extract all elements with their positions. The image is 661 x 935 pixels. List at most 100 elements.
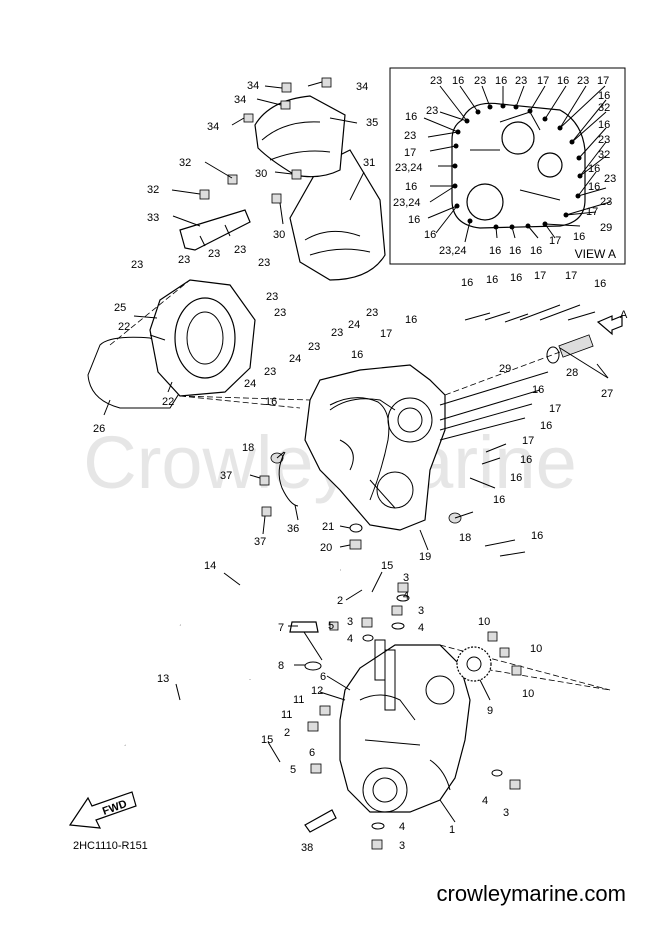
callout: 17 xyxy=(522,435,534,447)
callout: 15 xyxy=(381,560,393,572)
callout: 23 xyxy=(234,244,246,256)
view-a-callout: 23,24 xyxy=(439,245,467,257)
arrow-a xyxy=(596,315,623,336)
pipe-13-inner xyxy=(90,680,251,746)
callout: 18 xyxy=(459,532,471,544)
view-a-callout: 16 xyxy=(530,245,542,257)
view-a-callout: 16 xyxy=(598,90,610,102)
arrow-a-label: A xyxy=(620,309,628,321)
callout: 38 xyxy=(301,842,313,854)
callout: 11 xyxy=(281,709,292,721)
callout: 27 xyxy=(601,388,613,400)
view-a-bolt-dots xyxy=(452,103,583,230)
view-a-callout: 16 xyxy=(405,111,417,123)
view-a-callout: 23 xyxy=(404,130,416,142)
view-a-callout: 16 xyxy=(495,75,507,87)
callout-labels: 34 34 34 34 35 32 32 33 30 30 31 23 23 2… xyxy=(93,80,613,854)
callout: 4 xyxy=(482,795,488,807)
lower-fasteners xyxy=(307,582,522,850)
callout: 2 xyxy=(337,595,343,607)
view-a-callout: 23 xyxy=(426,105,438,117)
callout: 23 xyxy=(308,341,320,353)
sensor-38 xyxy=(304,809,337,833)
callout: 10 xyxy=(522,688,534,700)
callout: 17 xyxy=(534,270,546,282)
pipe-15-lower xyxy=(267,741,281,763)
callout: 1 xyxy=(449,824,455,836)
callout: 24 xyxy=(348,319,360,331)
long-bolts xyxy=(439,304,596,557)
callout: 24 xyxy=(289,353,301,365)
callout: 21 xyxy=(322,521,334,533)
washers xyxy=(362,594,503,830)
callout: 16 xyxy=(461,277,473,289)
callout: 16 xyxy=(594,278,606,290)
callout: 37 xyxy=(220,470,232,482)
footer-site-name: crowleymarine.com xyxy=(437,881,627,906)
leader-lines xyxy=(103,81,609,823)
callout: 23 xyxy=(274,307,286,319)
belt-cover-upper xyxy=(254,95,346,178)
pipe-14 xyxy=(129,569,341,626)
view-a-callout: 23 xyxy=(474,75,486,87)
callout: 6 xyxy=(309,747,315,759)
callout: 4 xyxy=(399,821,405,833)
crankcase-upper-half xyxy=(179,351,561,531)
dipstick-7 xyxy=(289,621,323,671)
callout: 4 xyxy=(418,622,424,634)
view-a-callout: 16 xyxy=(598,119,610,131)
view-a-callout-labels: 23 16 23 16 23 17 16 23 17 16 16 23 32 2… xyxy=(393,75,616,257)
view-a-callout: 32 xyxy=(598,102,610,114)
callout: 31 xyxy=(363,157,375,169)
view-a-callout: 23 xyxy=(430,75,442,87)
callout: 34 xyxy=(207,121,219,133)
view-a-callout: 23,24 xyxy=(393,197,421,209)
view-a-callout: 16 xyxy=(405,181,417,193)
callout: 22 xyxy=(118,321,130,333)
fasteners-cover xyxy=(199,77,332,204)
view-a-bore-right xyxy=(537,152,563,178)
callout: 11 xyxy=(293,694,304,706)
callout: 13 xyxy=(157,673,169,685)
callout: 16 xyxy=(493,494,505,506)
callout: 16 xyxy=(405,314,417,326)
callout: 28 xyxy=(566,367,578,379)
view-a-callout: 16 xyxy=(509,245,521,257)
view-a-callout: 16 xyxy=(588,181,600,193)
callout: 36 xyxy=(287,523,299,535)
view-a-bore-lower xyxy=(466,183,504,221)
callout: 25 xyxy=(114,302,126,314)
callout: 4 xyxy=(403,590,409,602)
view-a-callout: 16 xyxy=(452,75,464,87)
callout: 16 xyxy=(351,349,363,361)
view-a-bore-upper xyxy=(501,121,535,155)
view-a-callout: 23 xyxy=(515,75,527,87)
callout: 17 xyxy=(565,270,577,282)
callout: 30 xyxy=(273,229,285,241)
view-a-callout: 32 xyxy=(598,149,610,161)
callout: 5 xyxy=(290,764,296,776)
callout: 12 xyxy=(311,685,323,697)
callout: 29 xyxy=(499,363,511,375)
callout: 16 xyxy=(265,396,277,408)
left-crankcase-cover xyxy=(87,279,301,409)
callout: 5 xyxy=(328,620,334,632)
view-a-callout: 17 xyxy=(586,206,598,218)
callout: 3 xyxy=(399,840,405,852)
view-a-frame xyxy=(389,67,626,265)
callout: 8 xyxy=(278,660,284,672)
callout: 20 xyxy=(320,542,332,554)
crankcase-1-outline xyxy=(339,644,471,813)
callout: 16 xyxy=(540,420,552,432)
crankcase-lower-half xyxy=(339,639,611,813)
callout: 16 xyxy=(510,272,522,284)
callout: 35 xyxy=(366,117,378,129)
callout: 17 xyxy=(380,328,392,340)
view-a-callout: 17 xyxy=(549,235,561,247)
callout: 3 xyxy=(403,572,409,584)
callout: 16 xyxy=(531,530,543,542)
callout: 10 xyxy=(530,643,542,655)
callout: 23 xyxy=(178,254,190,266)
callout: 32 xyxy=(179,157,191,169)
view-a-callout: 23 xyxy=(577,75,589,87)
